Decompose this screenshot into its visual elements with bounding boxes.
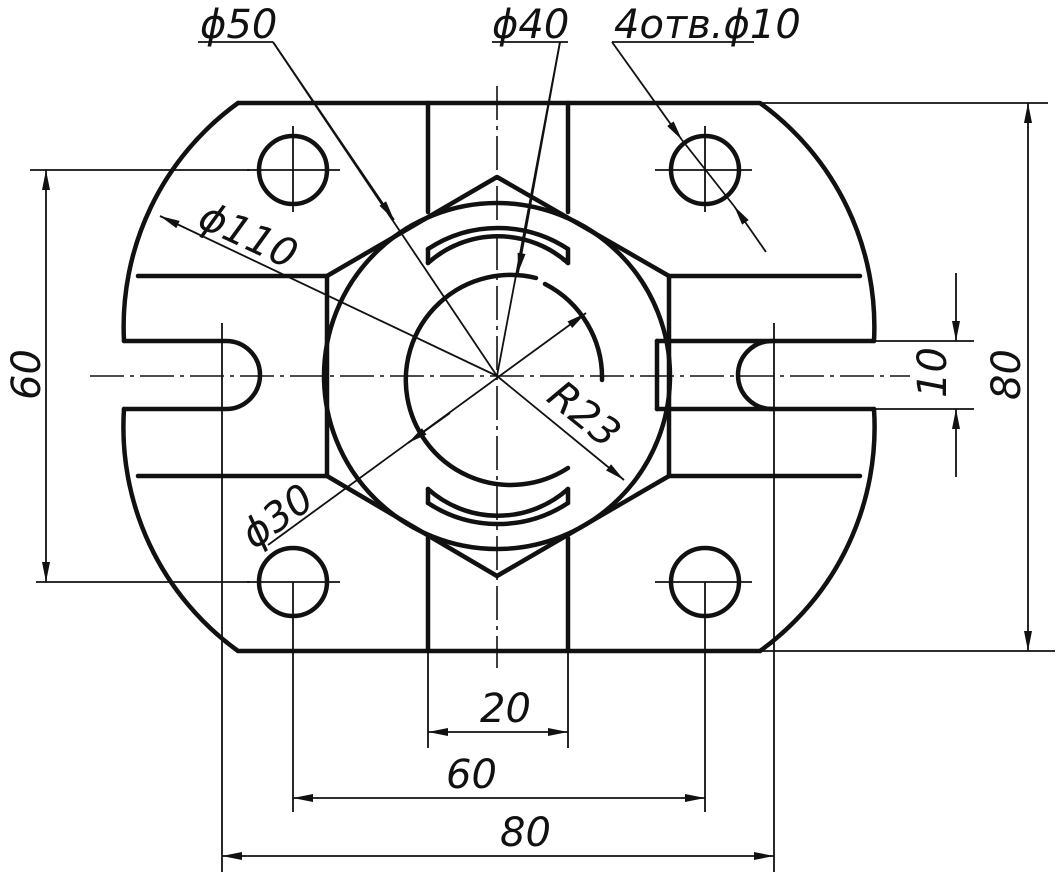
dim-bottom-60: 60 (446, 752, 497, 798)
leader-lines (159, 41, 767, 546)
dim-bottom-80: 80 (500, 810, 551, 856)
dim-r23: R23 (539, 372, 629, 457)
right-slot (654, 338, 877, 412)
dim-right-10: 10 (910, 347, 956, 398)
center-lines (90, 86, 910, 668)
dim-phi110: ϕ110 (192, 193, 305, 278)
dim-holes: 4отв.ϕ10 (614, 2, 801, 48)
dim-phi40: ϕ40 (492, 2, 569, 48)
left-slot (121, 338, 263, 412)
dim-left-60: 60 (4, 349, 50, 400)
dim-bottom-20: 20 (480, 686, 531, 732)
groove-lines (135, 273, 863, 479)
dim-right-80: 80 (984, 349, 1030, 400)
outer-contour (121, 100, 877, 654)
extension-lines (30, 102, 1055, 872)
dim-phi30: ϕ30 (233, 475, 323, 558)
dim-phi50: ϕ50 (200, 2, 277, 48)
dimension-lines (42, 103, 1032, 860)
vertical-channel (425, 100, 571, 654)
